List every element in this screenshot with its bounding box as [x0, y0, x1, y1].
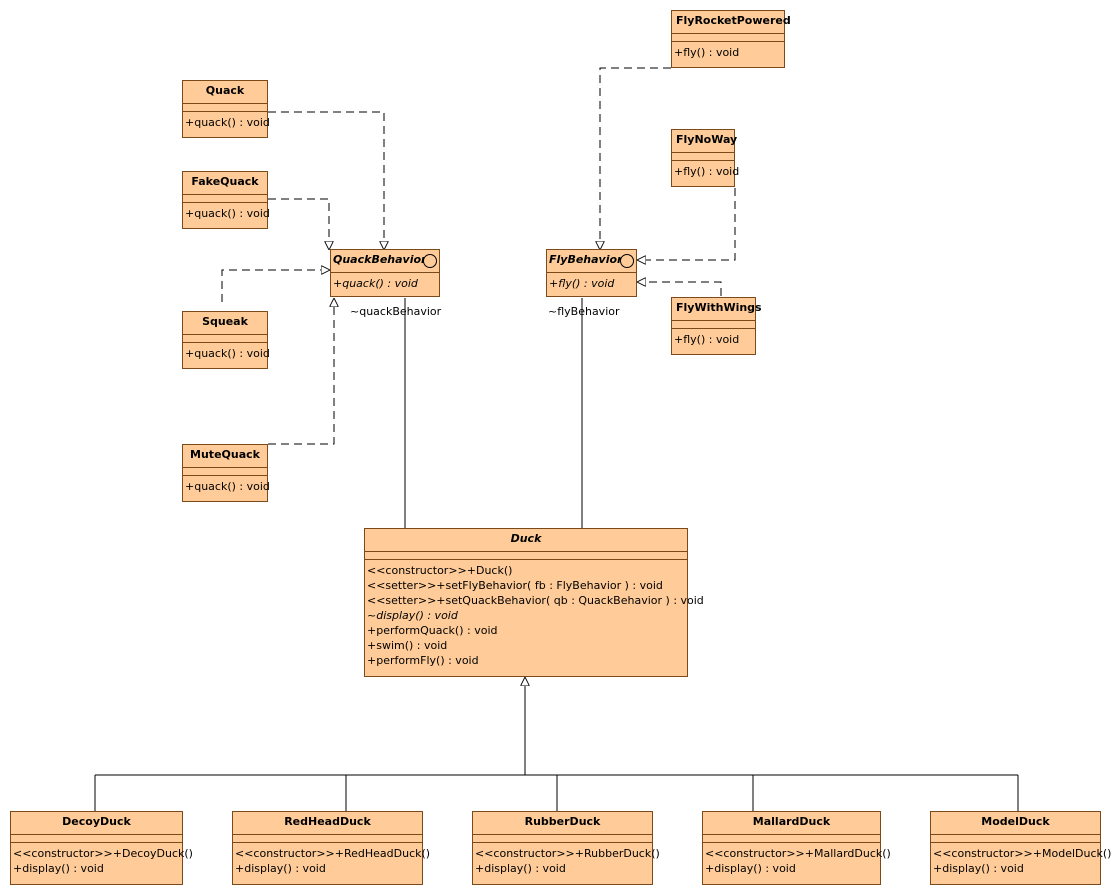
operation: +display() : void	[933, 862, 1024, 875]
operations-compartment: <<constructor>>+Duck() <<setter>>+setFly…	[365, 560, 704, 671]
class-name: RedHeadDuck	[233, 812, 422, 835]
class-duck[interactable]: Duck <<constructor>>+Duck() <<setter>>+s…	[364, 528, 704, 677]
operations-compartment: +fly() : void	[672, 161, 740, 182]
realization-quack	[268, 111, 384, 250]
interface-icon	[423, 254, 437, 268]
class-rubberduck[interactable]: RubberDuck <<constructor>>+RubberDuck() …	[472, 811, 660, 885]
operations-compartment: <<constructor>>+RedHeadDuck() +display()…	[233, 843, 431, 879]
interface-name: QuackBehavior	[331, 250, 439, 273]
operations-compartment: +quack() : void	[331, 273, 439, 294]
class-name: FlyRocketPowered	[672, 11, 791, 34]
attributes-compartment	[183, 468, 267, 476]
interface-icon	[620, 254, 634, 268]
operation: +display() : void	[705, 862, 796, 875]
realization-flyrocketpowered	[600, 67, 671, 250]
interface-flybehavior[interactable]: FlyBehavior +fly() : void	[546, 249, 637, 297]
attributes-compartment	[233, 835, 422, 843]
class-flynoway[interactable]: FlyNoWay +fly() : void	[671, 129, 740, 187]
attributes-compartment	[365, 552, 687, 560]
operation: +quack() : void	[185, 116, 270, 129]
role-label-flybehavior: ~flyBehavior	[548, 305, 620, 318]
interface-name: FlyBehavior	[547, 250, 636, 273]
operation: +swim() : void	[367, 639, 448, 652]
class-redheadduck[interactable]: RedHeadDuck <<constructor>>+RedHeadDuck(…	[232, 811, 431, 885]
class-mutequack[interactable]: MuteQuack +quack() : void	[182, 444, 270, 502]
operation: <<constructor>>+MallardDuck()	[705, 847, 891, 860]
class-name: Duck	[365, 529, 687, 552]
operations-compartment: +fly() : void	[672, 329, 755, 350]
class-name: MallardDuck	[703, 812, 880, 835]
attributes-compartment	[183, 195, 267, 203]
class-name: ModelDuck	[931, 812, 1100, 835]
class-name: Squeak	[183, 312, 267, 335]
attributes-compartment	[473, 835, 652, 843]
operation: +performQuack() : void	[367, 624, 498, 637]
class-decoyduck[interactable]: DecoyDuck <<constructor>>+DecoyDuck() +d…	[10, 811, 193, 885]
operations-compartment: <<constructor>>+ModelDuck() +display() :…	[931, 843, 1111, 879]
operation: <<setter>>+setQuackBehavior( qb : QuackB…	[367, 594, 704, 607]
realization-fakequack	[268, 198, 329, 250]
operations-compartment: +quack() : void	[183, 203, 270, 224]
attributes-compartment	[703, 835, 880, 843]
attributes-compartment	[931, 835, 1100, 843]
attributes-compartment	[672, 321, 755, 329]
realization-mutequack	[268, 298, 334, 445]
class-flyrocketpowered[interactable]: FlyRocketPowered +fly() : void	[671, 10, 791, 68]
operations-compartment: +fly() : void	[547, 273, 636, 294]
class-name: MuteQuack	[183, 445, 267, 468]
operation: <<constructor>>+RubberDuck()	[475, 847, 660, 860]
realization-flynoway	[637, 188, 736, 260]
class-flywithwings[interactable]: FlyWithWings +fly() : void	[671, 297, 762, 355]
operation: +fly() : void	[674, 46, 740, 59]
operations-compartment: +quack() : void	[183, 343, 270, 364]
operations-compartment: +fly() : void	[672, 42, 784, 63]
class-name: DecoyDuck	[11, 812, 182, 835]
operation: +display() : void	[235, 862, 326, 875]
operation: <<constructor>>+ModelDuck()	[933, 847, 1111, 860]
class-modelduck[interactable]: ModelDuck <<constructor>>+ModelDuck() +d…	[930, 811, 1111, 885]
operations-compartment: <<constructor>>+MallardDuck() +display()…	[703, 843, 891, 879]
attributes-compartment	[672, 153, 734, 161]
class-name: FakeQuack	[183, 172, 267, 195]
class-name: FlyWithWings	[672, 298, 762, 321]
operation: +fly() : void	[549, 277, 615, 290]
operation: <<constructor>>+DecoyDuck()	[13, 847, 193, 860]
class-fakequack[interactable]: FakeQuack +quack() : void	[182, 171, 270, 229]
attributes-compartment	[183, 104, 267, 112]
operation: +fly() : void	[674, 165, 740, 178]
operations-compartment: +quack() : void	[183, 476, 270, 497]
attributes-compartment	[672, 34, 784, 42]
operations-compartment: +quack() : void	[183, 112, 270, 133]
class-name: RubberDuck	[473, 812, 652, 835]
operation: +display() : void	[13, 862, 104, 875]
class-name: FlyNoWay	[672, 130, 737, 153]
interface-quackbehavior[interactable]: QuackBehavior +quack() : void	[330, 249, 440, 297]
operation: +fly() : void	[674, 333, 740, 346]
realization-squeak	[221, 270, 330, 302]
operation: <<setter>>+setFlyBehavior( fb : FlyBehav…	[367, 579, 663, 592]
operation: ~display() : void	[367, 609, 458, 622]
operation: +quack() : void	[185, 207, 270, 220]
class-mallardduck[interactable]: MallardDuck <<constructor>>+MallardDuck(…	[702, 811, 891, 885]
attributes-compartment	[183, 335, 267, 343]
operations-compartment: <<constructor>>+RubberDuck() +display() …	[473, 843, 660, 879]
operation: +quack() : void	[185, 347, 270, 360]
operation: <<constructor>>+RedHeadDuck()	[235, 847, 431, 860]
role-label-quackbehavior: ~quackBehavior	[350, 305, 442, 318]
attributes-compartment	[11, 835, 182, 843]
operation: +performFly() : void	[367, 654, 479, 667]
class-quack[interactable]: Quack +quack() : void	[182, 80, 270, 138]
class-squeak[interactable]: Squeak +quack() : void	[182, 311, 270, 369]
operation: +quack() : void	[185, 480, 270, 493]
operation: +display() : void	[475, 862, 566, 875]
class-name: Quack	[183, 81, 267, 104]
operation: +quack() : void	[333, 277, 418, 290]
operation: <<constructor>>+Duck()	[367, 564, 513, 577]
operations-compartment: <<constructor>>+DecoyDuck() +display() :…	[11, 843, 193, 879]
realization-flywithwings	[637, 282, 722, 296]
